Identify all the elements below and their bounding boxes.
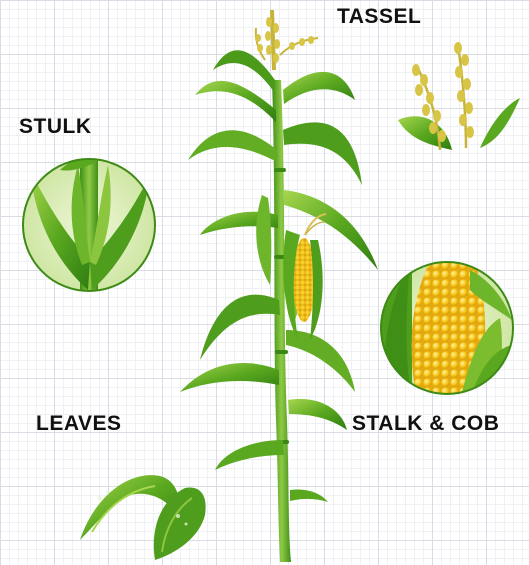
main-cob — [283, 214, 326, 340]
main-tassel — [255, 10, 318, 70]
tassel-detail — [398, 42, 520, 150]
stulk-detail — [23, 150, 155, 300]
stalk-cob-detail — [381, 262, 513, 402]
corn-plant — [180, 10, 378, 562]
leaves-detail — [80, 475, 206, 560]
